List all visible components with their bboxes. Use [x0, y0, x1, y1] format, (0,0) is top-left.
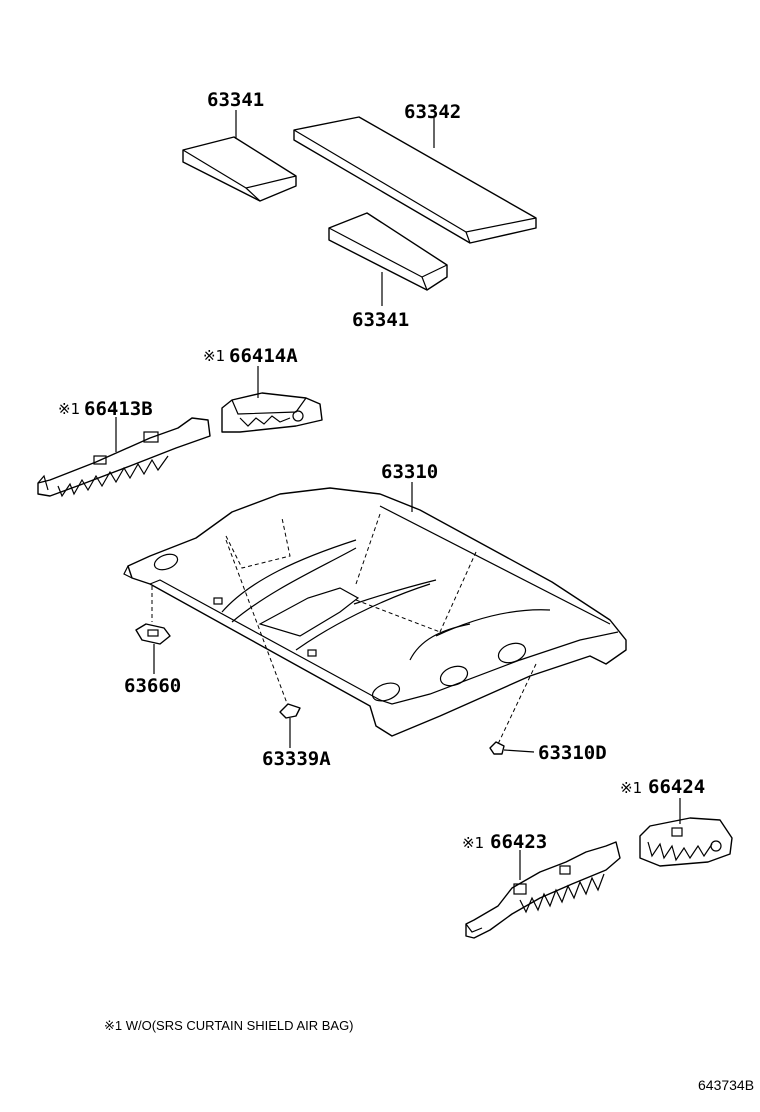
pad-63341-top[interactable]: [182, 136, 297, 202]
label-66423: 66423: [490, 831, 547, 853]
mark-66423: ※1: [462, 834, 484, 852]
dashed-guide-2: [355, 513, 381, 585]
dashed-guide-1: [225, 517, 291, 569]
dashed-guide-4: [355, 599, 441, 633]
label-63341-top: 63341: [207, 89, 264, 111]
mark-66414a: ※1: [203, 347, 225, 365]
mark-66424: ※1: [620, 779, 642, 797]
mark-66413b: ※1: [58, 400, 80, 418]
label-63310d: 63310D: [538, 742, 607, 764]
bracket-66413b[interactable]: [37, 417, 211, 498]
label-63660: 63660: [124, 675, 181, 697]
figure-code: 643734B: [698, 1077, 754, 1093]
label-66413b: 66413B: [84, 398, 153, 420]
dashed-63339a: [225, 539, 289, 707]
clip-63310d[interactable]: [489, 741, 505, 755]
bracket-66414a[interactable]: [221, 392, 323, 433]
label-63341-bottom: 63341: [352, 309, 409, 331]
headliner-63310[interactable]: [123, 487, 627, 737]
label-63342: 63342: [404, 101, 461, 123]
bracket-66423[interactable]: [465, 841, 621, 939]
pad-63342[interactable]: [293, 116, 537, 244]
footnote: ※1 W/O(SRS CURTAIN SHIELD AIR BAG): [104, 1018, 354, 1033]
label-66414a: 66414A: [229, 345, 298, 367]
pad-63341-bottom[interactable]: [328, 212, 448, 291]
clip-63339a[interactable]: [279, 703, 301, 719]
bracket-66424[interactable]: [639, 817, 733, 867]
dashed-63310d: [497, 663, 537, 745]
label-66424: 66424: [648, 776, 705, 798]
leader-63310d: [503, 749, 535, 753]
clip-63660[interactable]: [135, 623, 171, 645]
dashed-guide-3: [439, 551, 477, 633]
label-63310: 63310: [381, 461, 438, 483]
label-63339a: 63339A: [262, 748, 331, 770]
